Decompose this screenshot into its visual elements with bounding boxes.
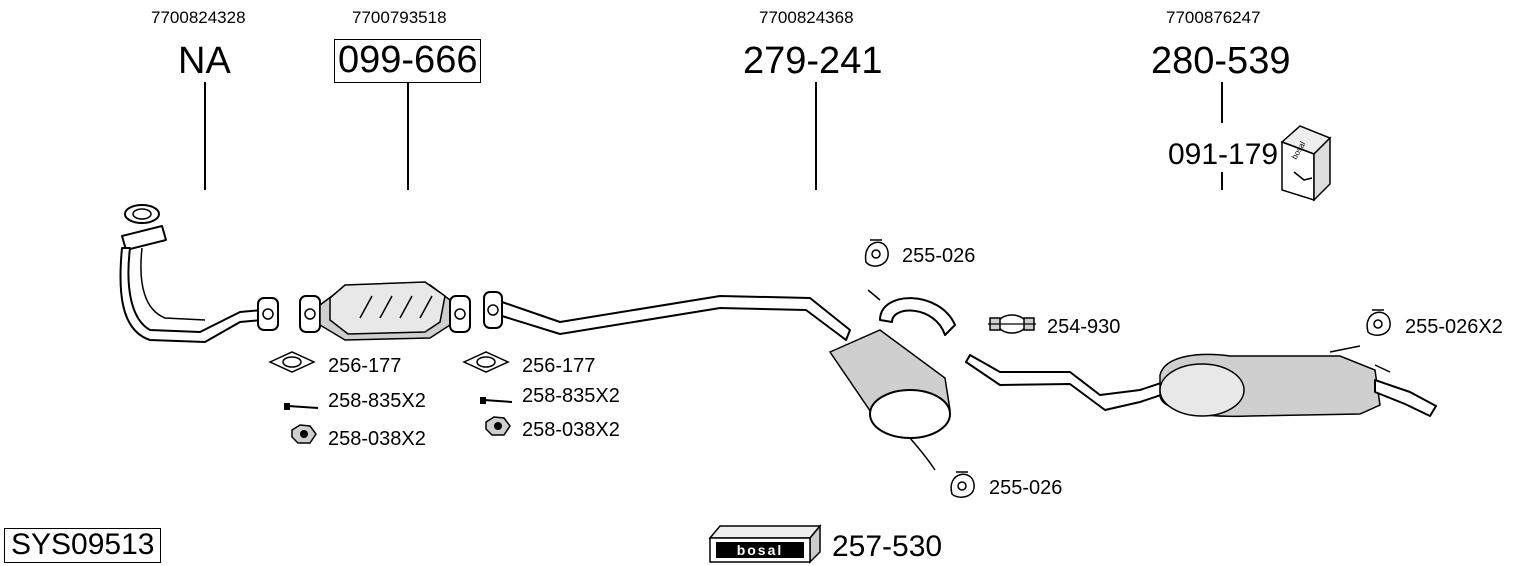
nut-left-label[interactable]: 258-038X2: [328, 428, 426, 450]
hanger-top-icon: [864, 239, 889, 267]
catalytic-converter[interactable]: [299, 281, 471, 341]
rear-silencer[interactable]: [965, 345, 1437, 418]
bolt-left-icon: [284, 403, 319, 410]
oem-number-3: 7700824368: [759, 8, 854, 27]
gasket-left-icon: [268, 351, 316, 373]
leader-lines: [204, 82, 1223, 190]
middle-silencer[interactable]: [483, 289, 956, 471]
hanger-rear-label[interactable]: 255-026X2: [1405, 316, 1503, 338]
clamp-label[interactable]: 254-930: [1047, 316, 1121, 338]
mounting-kit-box-icon: bosal: [1280, 125, 1332, 202]
hanger-rear-icon: [1366, 309, 1391, 336]
oem-number-4: 7700876247: [1166, 8, 1261, 27]
oem-number-1: 7700824328: [151, 8, 246, 27]
system-code: SYS09513: [4, 528, 162, 563]
bolt-left-label[interactable]: 258-835X2: [328, 390, 426, 412]
part-number-1[interactable]: NA: [178, 40, 231, 82]
bolt-right-icon: [480, 397, 513, 404]
mounting-kit-number[interactable]: 091-179: [1168, 138, 1279, 171]
hanger-top-label[interactable]: 255-026: [902, 245, 976, 267]
gasket-right-label[interactable]: 256-177: [522, 355, 596, 377]
bolt-right-label[interactable]: 258-835X2: [522, 385, 620, 407]
assembly-paste-box-icon: bosal: [708, 523, 822, 564]
part-number-2[interactable]: 099-666: [334, 39, 482, 83]
hanger-bottom-label[interactable]: 255-026: [989, 477, 1063, 499]
part-number-3[interactable]: 279-241: [743, 40, 883, 82]
front-downpipe[interactable]: [119, 204, 279, 343]
clamp-icon: [988, 314, 1036, 334]
hanger-bottom-icon: [950, 471, 975, 498]
oem-number-2: 7700793518: [352, 8, 447, 27]
gasket-right-icon: [462, 351, 510, 373]
part-number-4[interactable]: 280-539: [1151, 40, 1291, 82]
nut-right-label[interactable]: 258-038X2: [522, 419, 620, 441]
nut-left-icon: [291, 424, 317, 444]
brand-text: bosal: [737, 542, 784, 558]
gasket-left-label[interactable]: 256-177: [328, 355, 402, 377]
nut-right-icon: [485, 416, 511, 436]
assembly-paste-label[interactable]: 257-530: [832, 530, 943, 563]
